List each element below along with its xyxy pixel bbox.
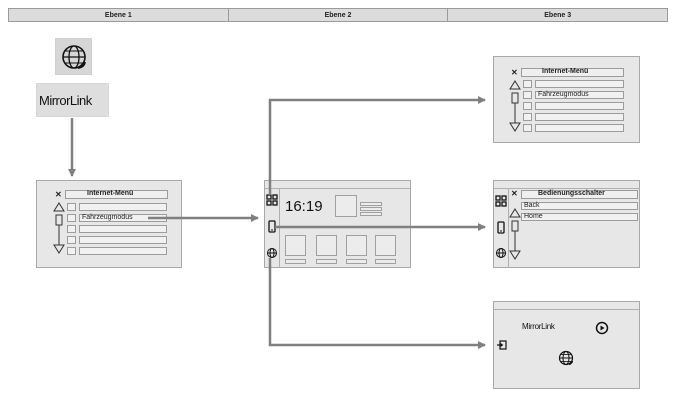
app-tile[interactable]: [375, 235, 396, 256]
checkbox[interactable]: [523, 124, 532, 132]
scrollbar[interactable]: [53, 202, 65, 254]
globe-app-tile[interactable]: [55, 38, 92, 75]
close-icon[interactable]: ✕: [55, 190, 62, 199]
home-label: Home: [524, 213, 543, 220]
close-icon[interactable]: ✕: [511, 189, 518, 198]
menu-title: Internet-Menü: [87, 190, 134, 197]
clock-display: 16:19: [285, 198, 323, 215]
back-label: Back: [524, 202, 540, 209]
scrollbar[interactable]: [509, 208, 521, 260]
checkbox[interactable]: [523, 80, 532, 88]
header-ebene-1: Ebene 1: [8, 8, 229, 22]
checkbox[interactable]: [523, 113, 532, 121]
list-row[interactable]: [535, 113, 624, 121]
arrow-grid-to-internet-menu: [268, 96, 486, 195]
side-strip: [494, 188, 509, 267]
home-screen-level2: 16:19: [264, 180, 411, 268]
app-label: [375, 259, 396, 264]
globe-icon[interactable]: [495, 247, 507, 259]
menu-title-bar: [521, 68, 624, 77]
list-row-fahrzeugmodus[interactable]: [535, 91, 624, 99]
list-row[interactable]: [535, 102, 624, 110]
checkbox[interactable]: [67, 236, 76, 244]
list-row[interactable]: [79, 225, 167, 233]
globe-icon[interactable]: [557, 349, 575, 367]
app-label: [316, 259, 337, 264]
header-ebene-3: Ebene 3: [448, 8, 669, 22]
menu-title-bar: [521, 190, 638, 199]
scrollbar[interactable]: [509, 80, 521, 132]
list-row[interactable]: [535, 80, 624, 88]
mirrorlink-logo: MirrorLink: [39, 93, 92, 108]
internet-menu-level3: ✕ Internet-Menü Fahrzeugmodus: [493, 56, 640, 143]
checkbox[interactable]: [67, 247, 76, 255]
checkbox[interactable]: [523, 102, 532, 110]
mirrorlink-logo: MirrorLink: [522, 322, 555, 331]
phone-icon[interactable]: [495, 221, 507, 235]
list-row[interactable]: [79, 203, 167, 211]
checkbox[interactable]: [67, 225, 76, 233]
app-tile[interactable]: [316, 235, 337, 256]
close-icon[interactable]: ✕: [511, 68, 518, 77]
list-row[interactable]: [79, 247, 167, 255]
exit-icon[interactable]: [496, 339, 508, 351]
app-label: [346, 259, 367, 264]
level-header: Ebene 1 Ebene 2 Ebene 3: [8, 8, 669, 22]
mirrorlink-logo-tile[interactable]: MirrorLink: [36, 83, 109, 117]
arrow-globe-to-mirrorlink: [268, 258, 486, 349]
widget-tile[interactable]: [335, 195, 357, 217]
globe-icon: [62, 45, 86, 69]
internet-menu-level1: ✕ Internet-Menü Fahrzeugmodus: [36, 180, 182, 268]
widget-line: [360, 207, 382, 211]
top-strip: [494, 302, 639, 310]
checkbox[interactable]: [67, 214, 76, 222]
fahrzeugmodus-label: Fahrzeugmodus: [82, 214, 133, 221]
list-row-home[interactable]: [521, 213, 638, 221]
widget-line: [360, 202, 382, 206]
list-row[interactable]: [79, 236, 167, 244]
app-tile[interactable]: [346, 235, 367, 256]
menu-title: Internet-Menü: [542, 68, 589, 75]
mirrorlink-screen-level3: MirrorLink: [493, 301, 640, 389]
widget-line: [360, 212, 382, 216]
checkbox[interactable]: [67, 203, 76, 211]
grid-icon[interactable]: [495, 195, 507, 207]
top-strip: [494, 181, 639, 189]
header-ebene-2: Ebene 2: [228, 8, 449, 22]
list-row-back[interactable]: [521, 202, 638, 210]
list-row[interactable]: [535, 124, 624, 132]
app-tile[interactable]: [285, 235, 306, 256]
app-label: [285, 259, 306, 264]
globe-icon[interactable]: [266, 247, 278, 259]
top-strip: [265, 181, 410, 189]
play-icon[interactable]: [595, 321, 609, 335]
checkbox[interactable]: [523, 91, 532, 99]
menu-title-bar: [65, 190, 168, 199]
bedienungsschalter-level3: ✕ Bedienungsschalter Back Home: [493, 180, 640, 268]
menu-title: Bedienungsschalter: [538, 190, 605, 197]
fahrzeugmodus-label: Fahrzeugmodus: [538, 91, 589, 98]
